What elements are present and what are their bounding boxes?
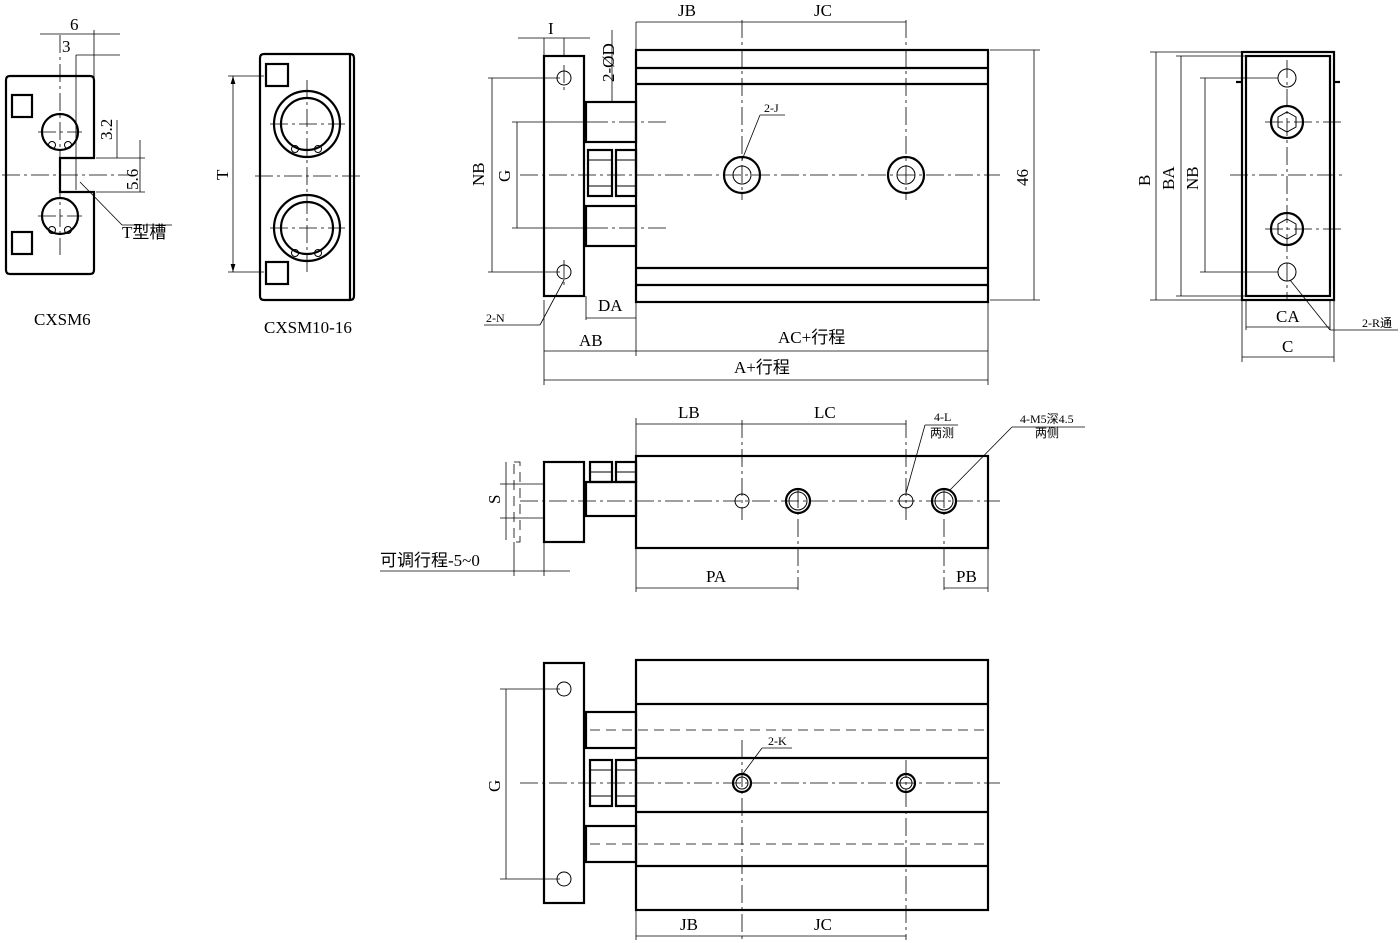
dim-pa: PA (706, 567, 727, 586)
cxsm6-profile: 6 3 3.2 5.6 T型槽 CXSM6 (2, 15, 172, 329)
t-slot-label: T型槽 (122, 223, 166, 242)
dim-jc: JC (814, 1, 832, 20)
adjust-stroke: 可调行程-5~0 (380, 551, 480, 570)
label-2r: 2-R通 (1362, 316, 1392, 330)
top-view: JB JC I 2-ØD 2-J NB G 46 DA 2-N (469, 1, 1040, 385)
dim-g: G (495, 170, 514, 182)
dim-ac: AC+行程 (778, 328, 845, 347)
cxsm6-title: CXSM6 (34, 310, 91, 329)
label-m5-sub: 两侧 (1035, 426, 1059, 440)
dim-nb: NB (469, 162, 488, 186)
label-2k: 2-K (768, 734, 787, 748)
dim-g-bottom: G (485, 780, 504, 792)
dim-lc: LC (814, 403, 836, 422)
label-4l-sub: 两测 (930, 426, 954, 440)
dim-lb: LB (678, 403, 700, 422)
label-2n: 2-N (486, 311, 505, 325)
dim-pb: PB (956, 567, 977, 586)
dim-i: I (548, 19, 554, 38)
dim-s: S (485, 495, 504, 504)
dim-c: C (1282, 337, 1293, 356)
end-view: B BA NB CA C 2-R通 (1135, 50, 1398, 362)
dim-5-6: 5.6 (123, 169, 142, 190)
dim-a: A+行程 (734, 358, 790, 377)
label-2j: 2-J (764, 101, 779, 115)
side-view: LB LC 4-L 两测 4-M5深4.5 两侧 S 可调行程-5~0 PA P… (380, 403, 1085, 592)
dim-b: B (1135, 175, 1154, 186)
cxsm10-16-title: CXSM10-16 (264, 318, 352, 337)
dim-ca: CA (1276, 307, 1300, 326)
dim-jc-bottom: JC (814, 915, 832, 934)
dim-6: 6 (70, 15, 79, 34)
dim-2d: 2-ØD (599, 43, 618, 82)
dim-da: DA (598, 296, 623, 315)
cxsm10-16-profile: T CXSM10-16 (213, 52, 360, 337)
dim-jb: JB (678, 1, 696, 20)
dim-t: T (213, 169, 232, 180)
dim-ab: AB (579, 331, 603, 350)
label-m5: 4-M5深4.5 (1020, 412, 1074, 426)
dim-3: 3 (62, 37, 71, 56)
dim-46: 46 (1013, 169, 1032, 186)
dim-ba: BA (1159, 166, 1178, 190)
dim-jb-bottom: JB (680, 915, 698, 934)
dim-nb-end: NB (1183, 166, 1202, 190)
label-4l: 4-L (934, 410, 951, 424)
bottom-view: 2-K G JB JC (485, 658, 1000, 940)
dim-3-2: 3.2 (97, 119, 116, 140)
